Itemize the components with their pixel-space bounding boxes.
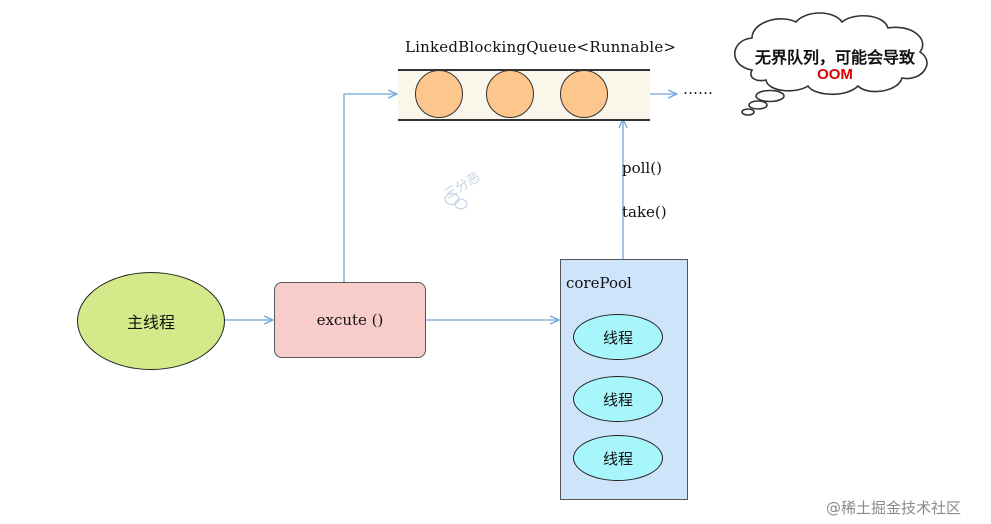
queue-task-3 [560,70,608,118]
execute-node: excute () [274,282,426,358]
footer-credit: @稀土掘金技术社区 [826,499,962,517]
execute-label: excute () [316,311,384,329]
queue-task-2 [486,70,534,118]
thought-cloud [734,12,928,116]
main-thread-node: 主线程 [77,272,225,370]
core-thread-1: 线程 [573,314,663,360]
cloud-oom-text: OOM [817,66,853,83]
queue-task-1 [415,70,463,118]
poll-label: poll() [622,159,662,177]
thread-label: 线程 [602,328,633,347]
queue-ellipsis: …… [683,80,713,98]
thread-label: 线程 [602,390,633,409]
wechat-icon [444,192,468,210]
core-thread-2: 线程 [573,376,663,422]
take-label: take() [622,203,667,221]
core-thread-3: 线程 [573,435,663,481]
core-pool-label: corePool [566,274,632,292]
main-thread-label: 主线程 [126,313,175,332]
thread-label: 线程 [602,449,633,468]
cloud-warning-text: 无界队列，可能会导致 [754,48,915,67]
queue-label: LinkedBlockingQueue<Runnable> [405,38,677,56]
arrow-execute-to-queue [343,94,396,282]
